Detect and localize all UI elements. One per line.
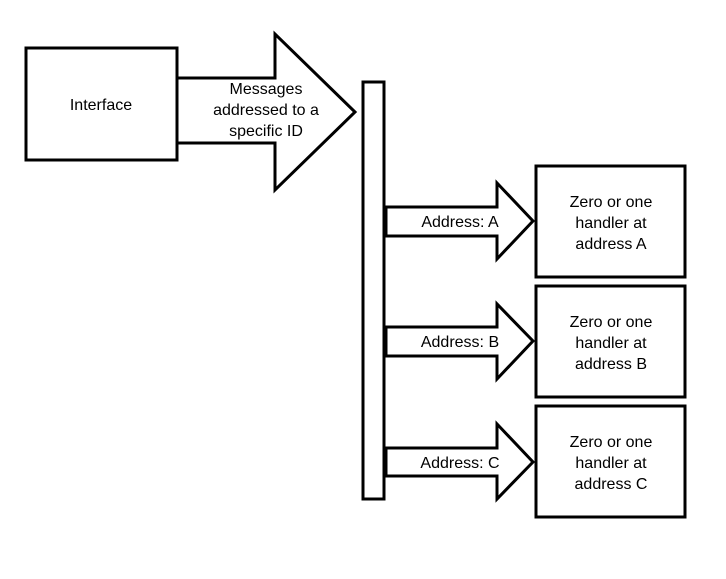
route-c-arrow-label: Address: C: [420, 455, 499, 472]
route-a: Address: A Zero or one handler at addres…: [384, 164, 687, 279]
handler-a-line-2: handler at: [575, 215, 647, 232]
main-arrow-line-3: specific ID: [229, 123, 303, 140]
route-c: Address: C Zero or one handler at addres…: [384, 404, 687, 519]
handler-c-line-3: address C: [575, 476, 648, 493]
main-arrow-line-1: Messages: [230, 81, 303, 98]
handler-c-line-2: handler at: [575, 455, 647, 472]
interface-label: Interface: [70, 97, 132, 114]
handler-a-line-3: address A: [575, 236, 646, 253]
handler-b-line-3: address B: [575, 356, 647, 373]
handler-box-c: [534, 404, 687, 519]
handler-box-b: [534, 284, 687, 399]
route-a-arrow: [384, 179, 536, 263]
handler-b-line-1: Zero or one: [570, 314, 653, 331]
route-b-arrow-label: Address: B: [421, 334, 499, 351]
route-b: Address: B Zero or one handler at addres…: [384, 284, 687, 399]
route-c-arrow: [384, 420, 536, 503]
handler-a-line-1: Zero or one: [570, 194, 653, 211]
route-a-arrow-label: Address: A: [421, 214, 499, 231]
handler-box-a: [534, 164, 687, 279]
interface-node: Interface: [24, 46, 179, 162]
main-arrow-line-2: addressed to a: [213, 102, 319, 119]
handler-c-line-1: Zero or one: [570, 434, 653, 451]
dispatcher-bar: [361, 80, 386, 501]
main-message-arrow: Messages addressed to a specific ID: [175, 30, 358, 194]
route-b-arrow: [384, 300, 536, 383]
handler-b-line-2: handler at: [575, 335, 647, 352]
